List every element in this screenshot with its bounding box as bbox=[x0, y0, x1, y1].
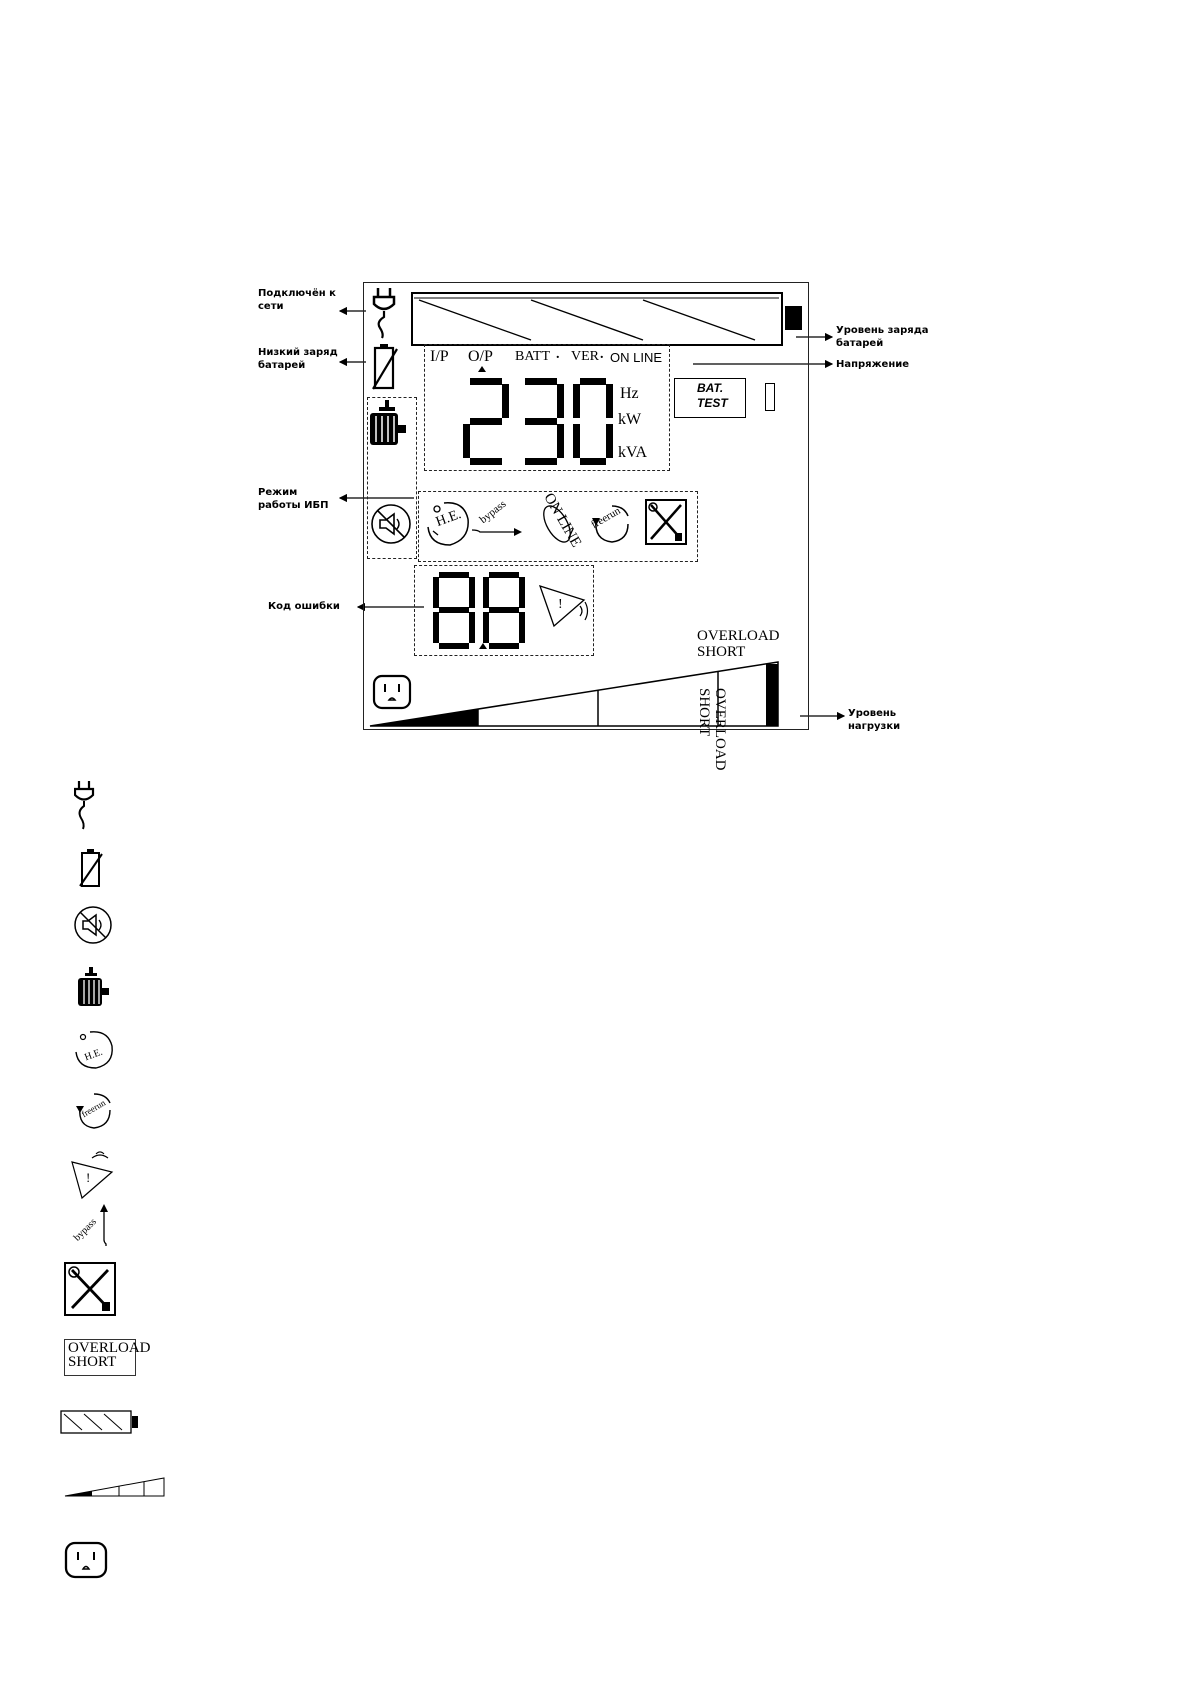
callout-low-battery: Низкий заряд батарей bbox=[258, 347, 338, 371]
maintenance-icon bbox=[64, 1262, 116, 1316]
low-battery-icon bbox=[372, 344, 398, 390]
lcd-panel bbox=[363, 282, 809, 730]
main-value-display bbox=[463, 378, 613, 465]
unit-hz: Hz bbox=[620, 385, 639, 402]
legend-bypass-label: bypass bbox=[72, 1216, 99, 1243]
legend-short-text: SHORT bbox=[68, 1354, 117, 1370]
error-code-box bbox=[414, 565, 594, 656]
callout-error-code: Код ошибки bbox=[268, 601, 340, 612]
bat-test-box: BAT. TEST bbox=[674, 378, 746, 418]
plug-icon bbox=[372, 288, 396, 339]
outlet-icon bbox=[372, 674, 412, 710]
legend-overload-text: OVERLOAD bbox=[68, 1340, 151, 1356]
load-level-icon bbox=[64, 1477, 165, 1497]
mode-row-box bbox=[418, 491, 698, 562]
overload-text: OVERLOAD bbox=[697, 628, 780, 644]
indicator-op-marker bbox=[478, 366, 486, 372]
main-value-text: 230 bbox=[475, 380, 477, 381]
generator-icon bbox=[370, 400, 406, 445]
indicator-op: O/P bbox=[468, 348, 493, 365]
he-mode-icon bbox=[427, 502, 469, 546]
maintenance-icon bbox=[645, 499, 687, 545]
bypass-arrow-icon bbox=[471, 528, 522, 536]
freerun-icon: freerun bbox=[76, 1093, 111, 1129]
bat-test-line-2: TEST bbox=[697, 396, 728, 410]
indicator-ip: I/P bbox=[430, 348, 449, 365]
bat-test-cell bbox=[765, 383, 775, 411]
plug-icon bbox=[74, 781, 95, 830]
indicator-online: ON LINE bbox=[610, 350, 663, 365]
error-code-text: 88 bbox=[440, 600, 441, 601]
callout-load-level: Уровень нагрузки bbox=[848, 708, 901, 732]
svg-text:!: ! bbox=[86, 1170, 90, 1185]
callout-mains: Подключён к сети bbox=[258, 288, 336, 312]
mute-icon bbox=[74, 906, 112, 944]
battery-level-icon bbox=[60, 1410, 138, 1434]
mode-column-box bbox=[367, 397, 417, 559]
bypass-icon: bypass bbox=[72, 1204, 108, 1246]
callout-ups-mode: Режим работы ИБП bbox=[258, 487, 329, 511]
svg-text:!: ! bbox=[558, 597, 563, 612]
overload-short-icon: OVERLOAD SHORT bbox=[64, 1339, 151, 1376]
battery-level-bar bbox=[411, 292, 802, 346]
low-battery-icon bbox=[79, 849, 103, 887]
short-text: SHORT bbox=[697, 644, 746, 660]
unit-kw: kW bbox=[618, 411, 642, 428]
overload-short-label: OVERLOAD SHORT bbox=[697, 628, 780, 660]
legend-he-label: H.E. bbox=[83, 1047, 104, 1064]
main-display-box bbox=[424, 344, 670, 471]
warning-icon: ! bbox=[538, 584, 589, 628]
legend-freerun-label: freerun bbox=[80, 1097, 108, 1119]
warning-icon: ! bbox=[71, 1151, 114, 1200]
he-mode-icon: H.E. bbox=[75, 1031, 113, 1069]
freerun-icon bbox=[592, 505, 629, 543]
callout-battery-level: Уровень заряда батарей bbox=[836, 325, 929, 349]
indicator-ver: VER bbox=[571, 349, 599, 364]
unit-kva: kVA bbox=[618, 444, 648, 461]
bat-test-line-1: BAT. bbox=[697, 381, 724, 395]
mute-icon bbox=[371, 504, 411, 544]
outlet-icon bbox=[64, 1541, 108, 1579]
indicator-dot-1: . bbox=[556, 347, 560, 362]
indicator-batt: BATT bbox=[515, 349, 550, 364]
generator-icon bbox=[78, 967, 109, 1006]
callout-voltage: Напряжение bbox=[836, 359, 910, 370]
indicator-dot-2: . bbox=[600, 347, 604, 362]
load-level-bar bbox=[369, 661, 779, 727]
online-mode-icon bbox=[543, 505, 571, 543]
error-code-display bbox=[433, 572, 525, 649]
